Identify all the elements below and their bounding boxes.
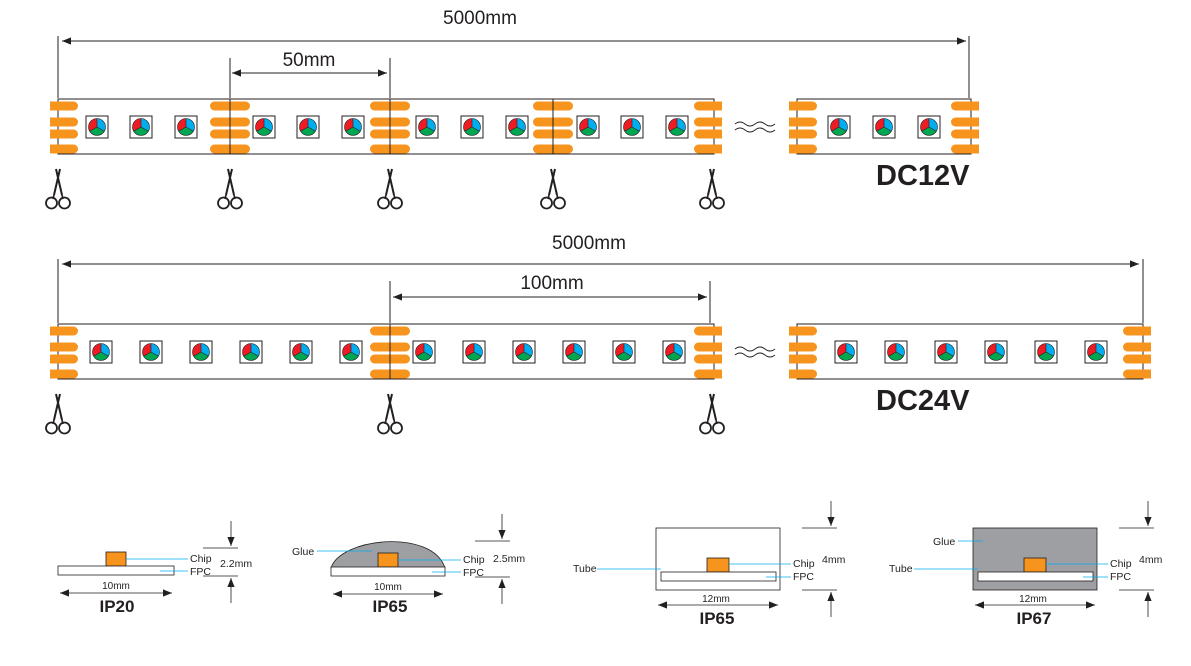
chip-label: Chip xyxy=(463,554,485,566)
chip-label: Chip xyxy=(793,558,815,570)
width-label: 12mm xyxy=(1019,594,1047,605)
height-label: 4mm xyxy=(822,554,846,566)
ip-rating-label: IP20 xyxy=(100,597,135,616)
scissors-icon xyxy=(540,168,566,210)
fpc xyxy=(660,571,777,582)
tube-label: Tube xyxy=(573,563,597,575)
ip-rating-label: IP65 xyxy=(700,609,735,628)
fpc xyxy=(57,565,175,576)
wave-break-icon xyxy=(734,121,776,133)
voltage-label: DC12V xyxy=(876,160,970,192)
chip xyxy=(377,552,399,568)
scissors-icon xyxy=(699,393,725,435)
tube-label: Tube xyxy=(889,563,913,575)
scissors-icon xyxy=(45,168,71,210)
scissors-icons xyxy=(45,168,725,210)
wave-break-icon xyxy=(734,346,776,358)
segment-length-label: 50mm xyxy=(283,50,336,71)
fpc-label: FPC xyxy=(463,567,484,579)
strip-dc12v: 5000mm 50mm xyxy=(45,8,979,210)
glue-label: Glue xyxy=(292,546,314,558)
ip-rating-label: IP65 xyxy=(373,597,408,616)
section-ip65-tube: Tube Chip FPC 4mm 12mm IP65 xyxy=(573,501,846,628)
scissors-icon xyxy=(699,168,725,210)
height-label: 4mm xyxy=(1139,554,1163,566)
chip xyxy=(105,551,127,567)
total-length-label: 5000mm xyxy=(443,8,517,29)
fpc-label: FPC xyxy=(190,566,211,578)
scissors-icon xyxy=(377,168,403,210)
width-label: 10mm xyxy=(102,581,130,592)
section-ip20: Chip FPC 2.2mm 10mm IP20 xyxy=(57,521,252,616)
fpc xyxy=(330,566,446,577)
section-ip67: Glue Tube Chip FPC 4mm 12mm IP67 xyxy=(889,501,1163,628)
height-label: 2.2mm xyxy=(220,558,252,570)
fpc-label: FPC xyxy=(1110,571,1131,583)
scissors-icon xyxy=(45,393,71,435)
section-ip65-glue: Glue Chip FPC 2.5mm 10mm IP65 xyxy=(292,514,525,616)
width-label: 12mm xyxy=(702,594,730,605)
strip-dc24v: 5000mm 100mm DC24V xyxy=(45,233,1151,435)
height-label: 2.5mm xyxy=(493,553,525,565)
fpc xyxy=(977,571,1094,582)
ip-rating-label: IP67 xyxy=(1017,609,1052,628)
width-label: 10mm xyxy=(374,582,402,593)
fpc-label: FPC xyxy=(793,571,814,583)
total-length-label: 5000mm xyxy=(552,233,626,254)
chip-label: Chip xyxy=(190,553,212,565)
scissors-icon xyxy=(217,168,243,210)
glue-label: Glue xyxy=(933,536,955,548)
scissors-icons xyxy=(45,393,725,435)
voltage-label: DC24V xyxy=(876,385,970,417)
chip xyxy=(1023,557,1047,573)
segment-length-label: 100mm xyxy=(520,273,583,294)
scissors-icon xyxy=(377,393,403,435)
chip-label: Chip xyxy=(1110,558,1132,570)
chip xyxy=(706,557,730,573)
cut-lines xyxy=(229,99,554,154)
